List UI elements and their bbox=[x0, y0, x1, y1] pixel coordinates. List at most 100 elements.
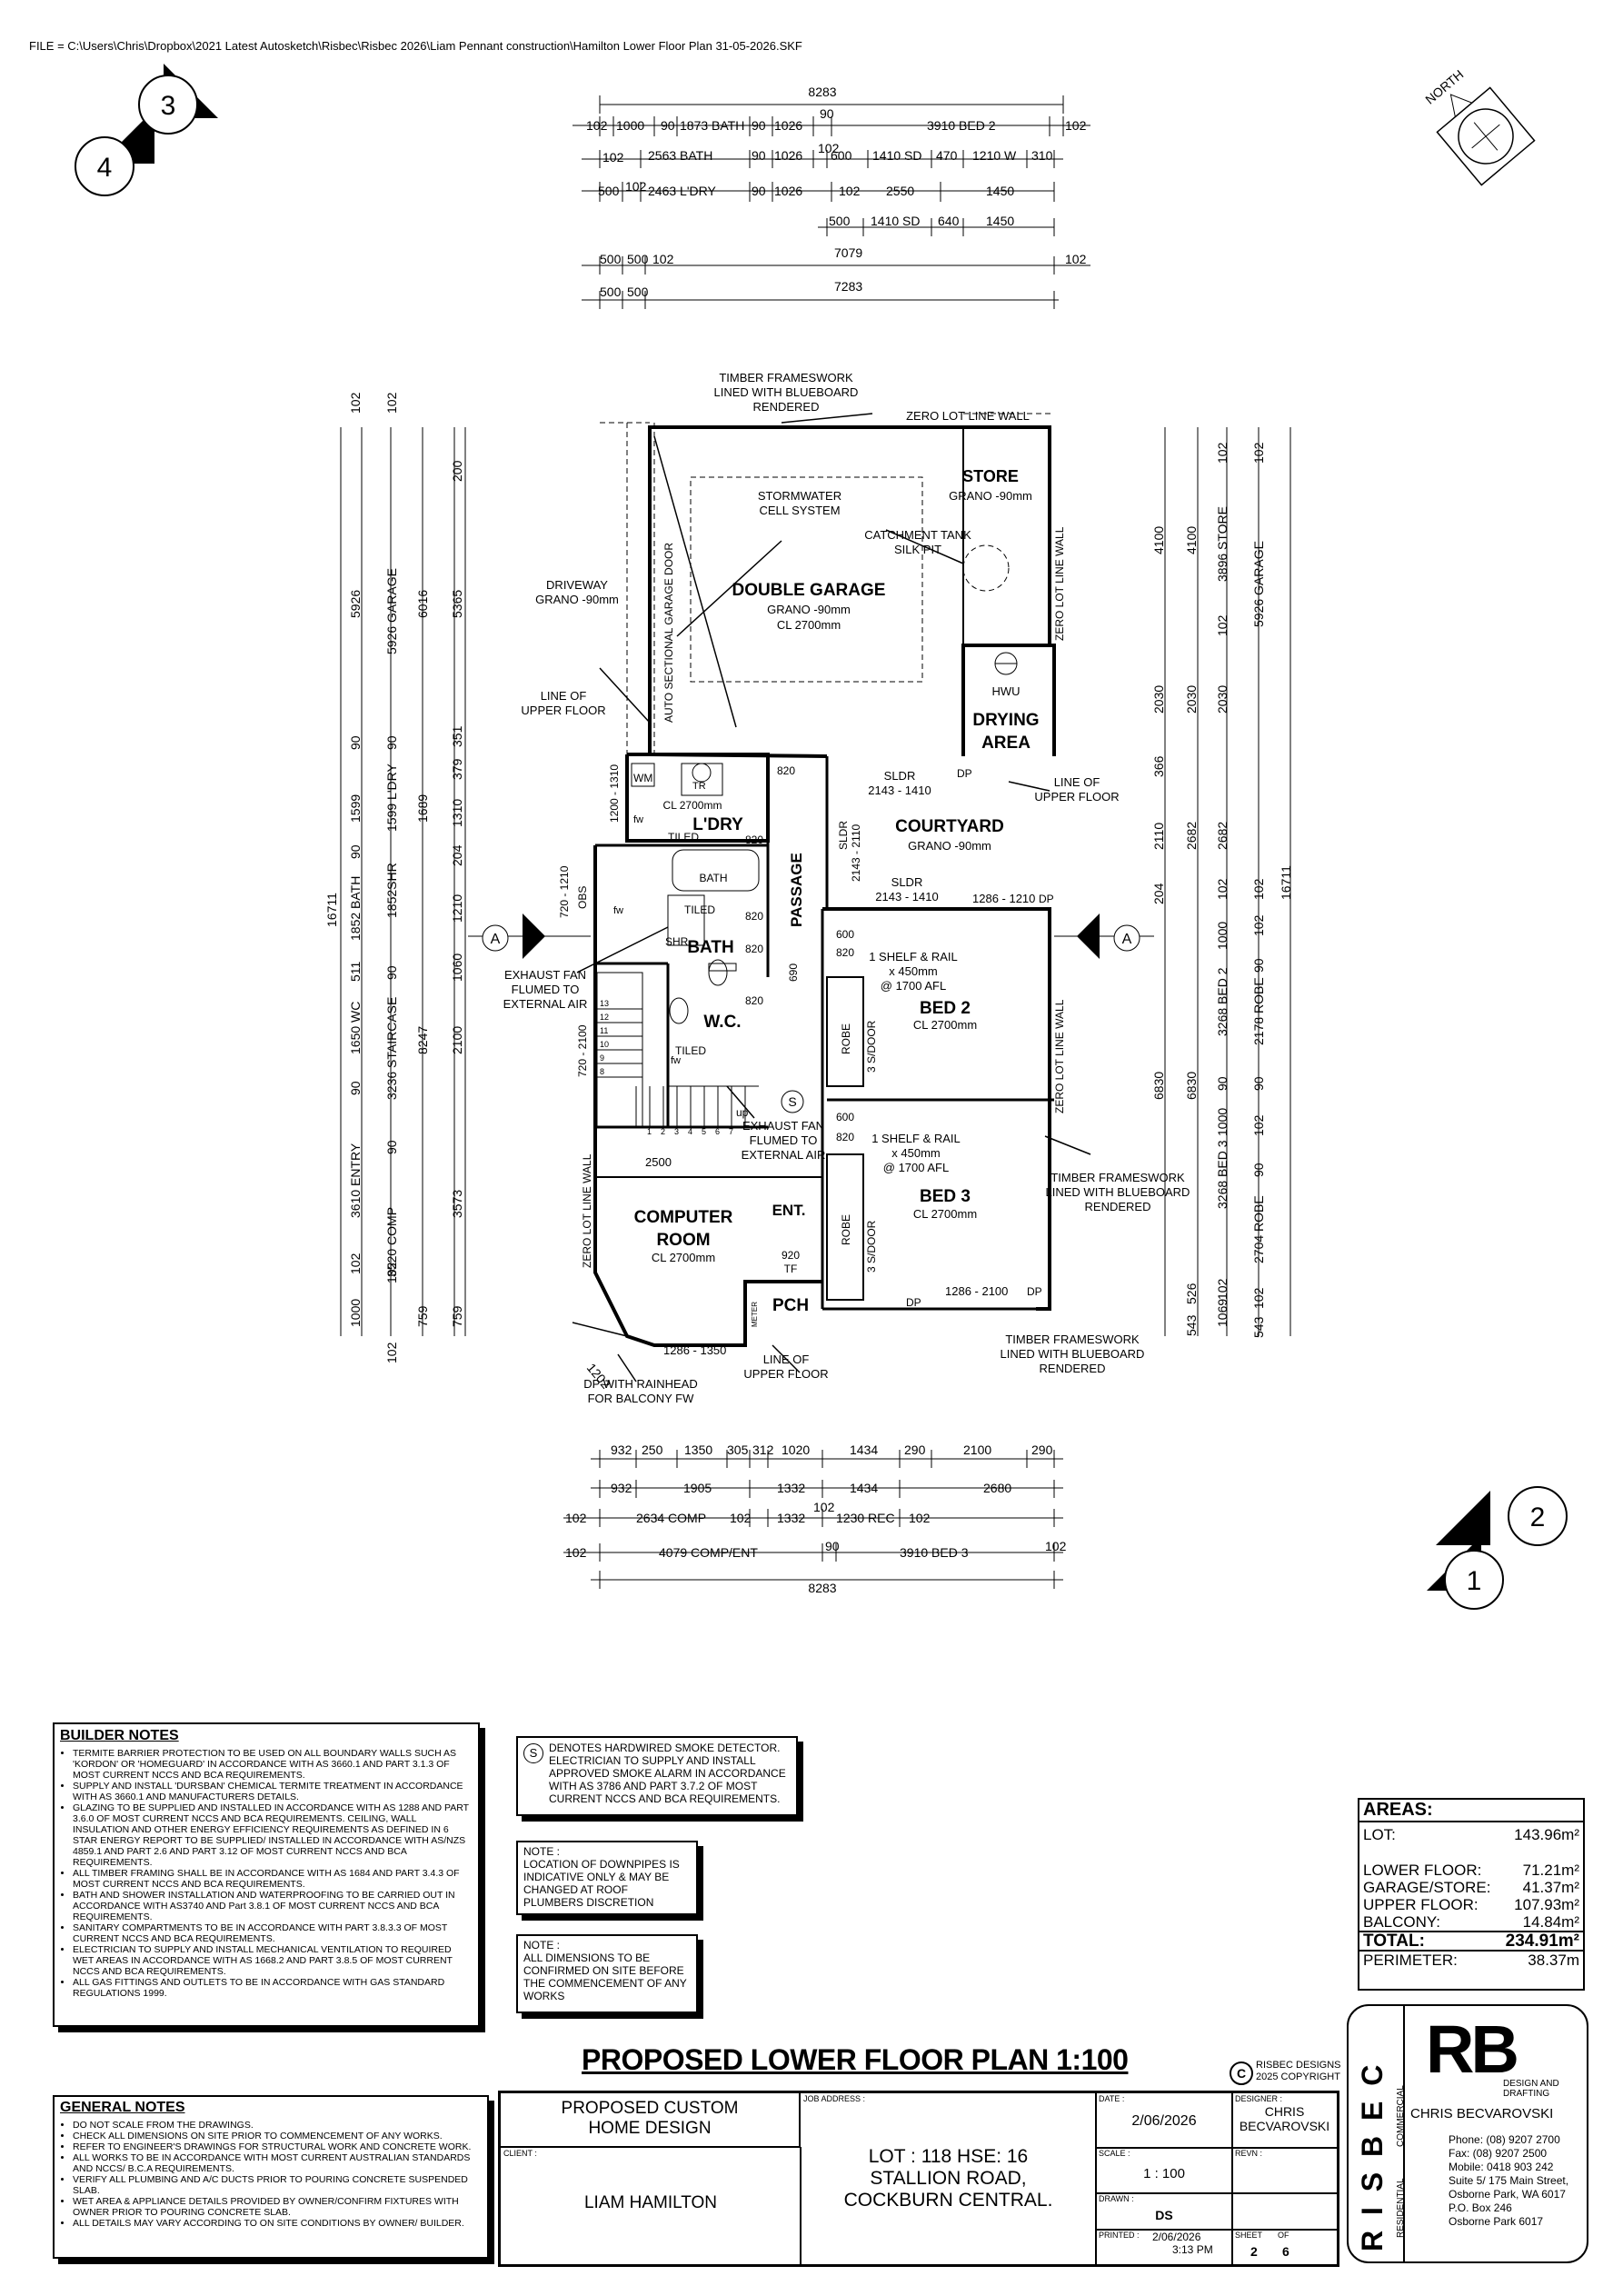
leader-lines bbox=[572, 413, 1091, 1383]
svg-text:OBS: OBS bbox=[576, 886, 589, 909]
svg-text:8283: 8283 bbox=[808, 85, 836, 99]
svg-text:90: 90 bbox=[348, 735, 363, 750]
svg-text:500: 500 bbox=[627, 285, 649, 299]
svg-text:5926 GARAGE: 5926 GARAGE bbox=[384, 568, 399, 654]
svg-text:500: 500 bbox=[598, 184, 620, 198]
title-block: PROPOSED CUSTOM HOME DESIGN CLIENT : LIA… bbox=[498, 2091, 1339, 2267]
general-note: ALL DETAILS MAY VARY ACCORDING TO ON SIT… bbox=[73, 2218, 482, 2229]
svg-text:3910 BED 2: 3910 BED 2 bbox=[927, 118, 996, 133]
svg-text:5926: 5926 bbox=[348, 590, 363, 618]
room-courtyard: COURTYARD bbox=[895, 817, 1004, 836]
revision-cell: REVN : bbox=[1231, 2147, 1338, 2194]
svg-text:1 SHELF & RAIL: 1 SHELF & RAIL bbox=[871, 1132, 961, 1145]
svg-text:820: 820 bbox=[745, 994, 763, 1007]
svg-text:920: 920 bbox=[782, 1249, 800, 1262]
svg-text:5: 5 bbox=[702, 1127, 706, 1136]
svg-text:759: 759 bbox=[415, 1305, 430, 1327]
svg-text:GRANO -90mm: GRANO -90mm bbox=[767, 603, 851, 616]
svg-text:1450: 1450 bbox=[986, 214, 1014, 228]
svg-text:200: 200 bbox=[450, 460, 464, 482]
svg-text:1000: 1000 bbox=[616, 118, 644, 133]
svg-text:ROOM: ROOM bbox=[656, 1231, 710, 1250]
dimensions-note: NOTE : ALL DIMENSIONS TO BE CONFIRMED ON… bbox=[516, 1934, 698, 2013]
svg-text:GRANO -90mm: GRANO -90mm bbox=[908, 839, 991, 853]
svg-text:4100: 4100 bbox=[1151, 526, 1166, 554]
svg-text:759: 759 bbox=[450, 1305, 464, 1327]
svg-text:CL 2700mm: CL 2700mm bbox=[652, 1251, 715, 1264]
svg-text:102: 102 bbox=[1045, 1539, 1067, 1553]
designer-cell: DESIGNER : CHRIS BECVAROVSKI bbox=[1231, 2092, 1338, 2149]
builder-note: ALL GAS FITTINGS AND OUTLETS TO BE IN AC… bbox=[73, 1977, 473, 1999]
svg-text:102: 102 bbox=[652, 252, 674, 266]
svg-text:2563 BATH: 2563 BATH bbox=[648, 148, 712, 163]
room-double-garage: DOUBLE GARAGE bbox=[732, 581, 886, 600]
svg-text:3896 STORE: 3896 STORE bbox=[1215, 506, 1230, 582]
svg-text:102: 102 bbox=[602, 150, 624, 165]
svg-text:TIMBER FRAMESWORK: TIMBER FRAMESWORK bbox=[1005, 1333, 1140, 1346]
svg-text:CL 2700mm: CL 2700mm bbox=[777, 618, 841, 632]
svg-text:12: 12 bbox=[600, 1013, 609, 1022]
svg-text:543: 543 bbox=[1251, 1316, 1266, 1338]
svg-text:1852 BATH: 1852 BATH bbox=[348, 876, 363, 941]
drawn-cell: DRAWN : DS bbox=[1095, 2192, 1233, 2231]
general-note: REFER TO ENGINEER'S DRAWINGS FOR STRUCTU… bbox=[73, 2141, 482, 2152]
builder-notes-title: BUILDER NOTES bbox=[60, 1728, 179, 1743]
svg-text:GRANO -90mm: GRANO -90mm bbox=[535, 593, 619, 606]
section-marker-3-4: 3 4 bbox=[75, 64, 218, 196]
svg-text:305: 305 bbox=[727, 1442, 749, 1457]
svg-text:1000: 1000 bbox=[1215, 1108, 1230, 1136]
svg-text:1026: 1026 bbox=[774, 148, 802, 163]
downpipes-note: NOTE : LOCATION OF DOWNPIPES IS INDICATI… bbox=[516, 1841, 698, 1915]
svg-text:up: up bbox=[736, 1106, 749, 1119]
svg-text:CELL SYSTEM: CELL SYSTEM bbox=[759, 504, 840, 517]
svg-text:LINED WITH BLUEBOARD: LINED WITH BLUEBOARD bbox=[1046, 1185, 1190, 1199]
svg-text:90: 90 bbox=[820, 106, 834, 121]
svg-text:2463 L'DRY: 2463 L'DRY bbox=[648, 184, 716, 198]
svg-text:102: 102 bbox=[586, 118, 608, 133]
room-bath: BATH bbox=[687, 938, 733, 957]
svg-text:310: 310 bbox=[1031, 148, 1053, 163]
svg-text:102: 102 bbox=[348, 392, 363, 414]
svg-text:TIMBER FRAMESWORK: TIMBER FRAMESWORK bbox=[1050, 1171, 1185, 1184]
svg-text:2: 2 bbox=[1530, 1502, 1546, 1532]
svg-text:102: 102 bbox=[565, 1511, 587, 1525]
svg-text:UPPER FLOOR: UPPER FLOOR bbox=[743, 1367, 828, 1381]
svg-text:x 450mm: x 450mm bbox=[891, 1146, 940, 1160]
smoke-symbol-icon: S bbox=[523, 1743, 543, 1763]
svg-text:11: 11 bbox=[600, 1026, 608, 1035]
svg-text:102: 102 bbox=[565, 1545, 587, 1560]
svg-text:EXHAUST FAN: EXHAUST FAN bbox=[742, 1119, 824, 1133]
svg-text:102: 102 bbox=[1215, 878, 1230, 900]
svg-text:SLDR: SLDR bbox=[891, 875, 923, 889]
svg-text:720 - 1210: 720 - 1210 bbox=[558, 865, 571, 918]
svg-text:RENDERED: RENDERED bbox=[753, 400, 820, 414]
svg-text:TF: TF bbox=[784, 1263, 798, 1275]
svg-text:LINE OF: LINE OF bbox=[541, 689, 587, 703]
svg-text:TR: TR bbox=[692, 781, 706, 792]
svg-text:1026: 1026 bbox=[774, 118, 802, 133]
svg-text:1: 1 bbox=[647, 1127, 652, 1136]
copyright-text: RISBEC DESIGNS 2025 COPYRIGHT bbox=[1256, 2060, 1341, 2082]
svg-text:1350: 1350 bbox=[684, 1442, 712, 1457]
project-name: PROPOSED CUSTOM HOME DESIGN bbox=[500, 2092, 800, 2147]
svg-text:METER: METER bbox=[751, 1302, 759, 1327]
svg-text:820: 820 bbox=[745, 910, 763, 923]
svg-text:1000: 1000 bbox=[348, 1299, 363, 1327]
svg-text:13: 13 bbox=[600, 999, 609, 1008]
company-vertical-name: R I S B E C bbox=[1356, 2061, 1389, 2251]
svg-text:1210: 1210 bbox=[450, 894, 464, 923]
svg-text:102: 102 bbox=[839, 184, 861, 198]
svg-text:90: 90 bbox=[384, 1140, 399, 1154]
general-note: ALL WORKS TO BE IN ACCORDANCE WITH MOST … bbox=[73, 2152, 482, 2174]
svg-text:ZERO LOT LINE WALL: ZERO LOT LINE WALL bbox=[906, 409, 1030, 423]
svg-text:90: 90 bbox=[825, 1539, 840, 1553]
svg-text:ROBE: ROBE bbox=[840, 1214, 852, 1245]
room-wc: W.C. bbox=[703, 1013, 741, 1032]
general-notes-panel: GENERAL NOTES DO NOT SCALE FROM THE DRAW… bbox=[53, 2095, 489, 2259]
svg-text:543: 543 bbox=[1184, 1314, 1199, 1336]
svg-text:90: 90 bbox=[1251, 1163, 1266, 1177]
svg-text:2030: 2030 bbox=[1215, 685, 1230, 714]
general-note: CHECK ALL DIMENSIONS ON SITE PRIOR TO CO… bbox=[73, 2131, 482, 2141]
builder-note: SUPPLY AND INSTALL 'DURSBAN' CHEMICAL TE… bbox=[73, 1781, 473, 1802]
staircase bbox=[596, 972, 759, 1128]
